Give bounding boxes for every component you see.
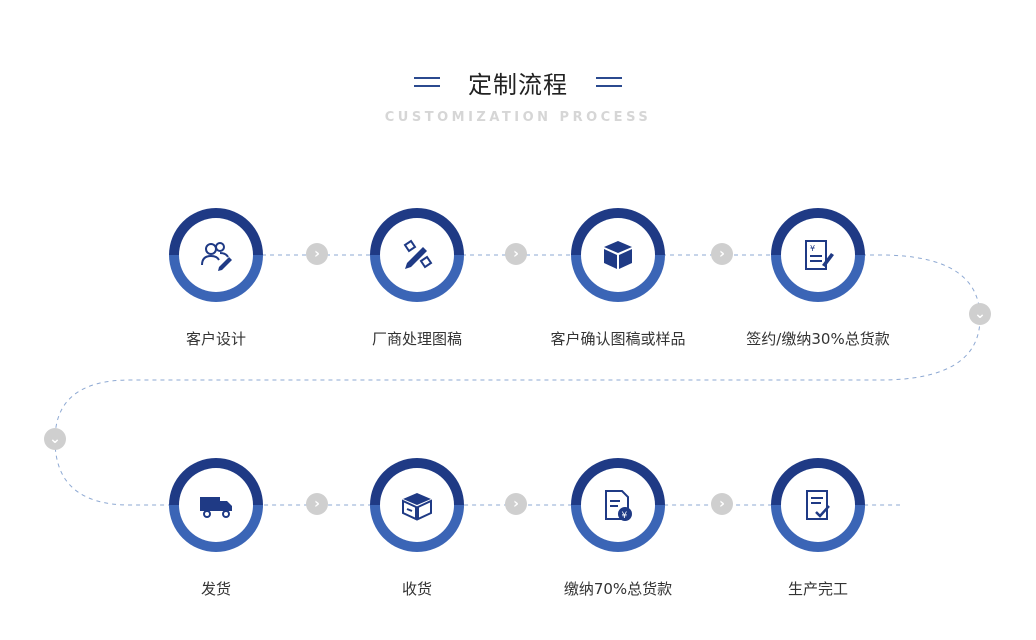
- title-deco-left: [414, 77, 440, 87]
- truck-icon: [200, 497, 232, 518]
- users-pencil-icon: [201, 242, 232, 271]
- page-title: 定制流程: [468, 70, 568, 99]
- step-label: 缴纳70%总货款: [563, 580, 673, 598]
- next-arrow-icon: ›: [306, 493, 328, 515]
- checklist-icon: [806, 490, 830, 520]
- svg-text:¥: ¥: [810, 244, 815, 253]
- step-shipping: 发货: [116, 458, 316, 599]
- svg-text:¥: ¥: [622, 511, 628, 521]
- page-subtitle: CUSTOMIZATION PROCESS: [384, 110, 652, 125]
- step-customer-design: 客户设计: [116, 208, 316, 349]
- step-ring: ¥: [771, 208, 865, 302]
- next-arrow-icon: ›: [711, 493, 733, 515]
- step-ring: [370, 458, 464, 552]
- section-header: 定制流程 CUSTOMIZATION PROCESS: [0, 60, 1036, 126]
- package-icon: [402, 493, 432, 521]
- next-arrow-icon: ›: [505, 243, 527, 265]
- down-arrow-icon: ⌄: [44, 428, 66, 450]
- next-arrow-icon: ›: [505, 493, 527, 515]
- document-yen-icon: ¥: [605, 490, 632, 521]
- box-icon: [604, 241, 632, 269]
- step-ring: [169, 458, 263, 552]
- next-arrow-icon: ›: [306, 243, 328, 265]
- step-ring: [771, 458, 865, 552]
- step-label: 发货: [200, 580, 231, 598]
- step-process-artwork: 厂商处理图稿: [317, 208, 517, 349]
- step-label: 厂商处理图稿: [371, 330, 462, 348]
- step-label: 客户确认图稿或样品: [550, 330, 686, 348]
- step-ring: [169, 208, 263, 302]
- step-label: 生产完工: [787, 580, 848, 598]
- pencil-ruler-icon: [403, 239, 433, 269]
- down-arrow-icon: ⌄: [969, 303, 991, 325]
- step-sign-deposit: ¥ 签约/缴纳30%总货款: [718, 208, 918, 349]
- step-production-complete: 生产完工: [718, 458, 918, 599]
- step-final-payment: ¥ 缴纳70%总货款: [518, 458, 718, 599]
- step-ring: ¥: [571, 458, 665, 552]
- title-deco-right: [596, 77, 622, 87]
- step-confirm-sample: 客户确认图稿或样品: [518, 208, 718, 349]
- step-ring: [370, 208, 464, 302]
- step-ring: [571, 208, 665, 302]
- step-receive: 收货: [317, 458, 517, 599]
- step-label: 签约/缴纳30%总货款: [746, 330, 890, 348]
- title-row: 定制流程: [0, 60, 1036, 104]
- next-arrow-icon: ›: [711, 243, 733, 265]
- contract-yen-icon: ¥: [805, 240, 834, 270]
- step-label: 收货: [401, 580, 432, 598]
- step-label: 客户设计: [185, 330, 246, 348]
